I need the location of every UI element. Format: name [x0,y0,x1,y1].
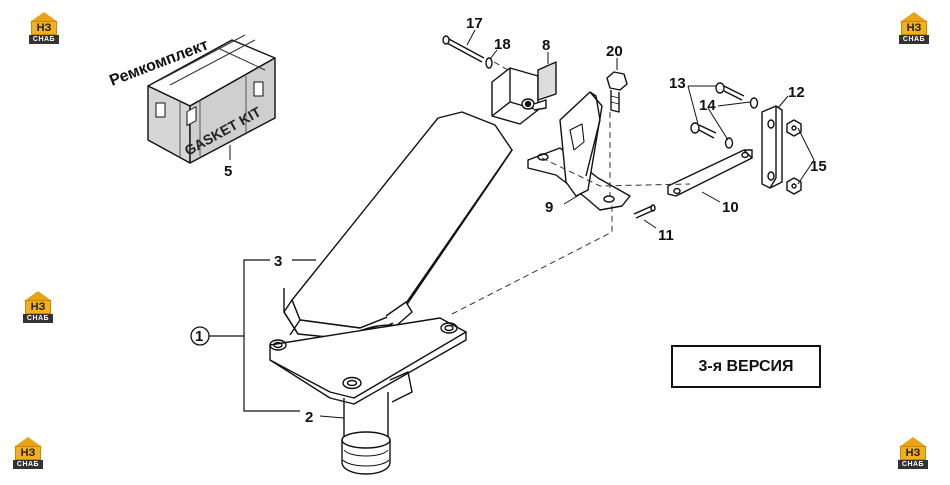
nut-15-lower [786,177,802,195]
bolt-13-upper [715,82,745,101]
base-plate [269,317,467,405]
callout-14: 14 [699,97,716,114]
callout-3: 3 [274,253,282,270]
valve-body [341,371,413,475]
callout-12: 12 [788,84,805,101]
callout-2: 2 [305,409,313,426]
nut-15-upper [786,119,802,137]
version-label-box: 3-я ВЕРСИЯ [671,345,821,388]
washer-18 [485,57,493,69]
bracket-part-9 [527,91,631,211]
link-part-10 [667,149,753,197]
gasket-kit-box: GASKET KIT [147,34,276,164]
callout-20: 20 [606,43,623,60]
switch-part-8 [491,61,557,125]
callout-1: 1 [195,328,203,345]
bolt-17 [442,35,485,63]
callout-13: 13 [669,75,686,92]
callout-8: 8 [542,37,550,54]
plate-part-12 [761,105,783,189]
pin-11 [633,204,656,219]
bolt-13-lower [690,122,717,139]
leader-lines [229,29,815,419]
callout-numbers: 1 2 3 5 8 9 10 11 12 13 14 15 17 18 20 [190,15,827,426]
washer-14-lower [724,137,734,149]
pedal-plate [283,111,513,341]
callout-9: 9 [545,199,553,216]
callout-10: 10 [722,199,739,216]
version-label: 3-я ВЕРСИЯ [698,357,794,375]
assembly-lines [451,61,691,315]
callout-5: 5 [224,163,232,180]
bolt-20 [606,71,628,113]
callout-15: 15 [810,158,827,175]
callout-18: 18 [494,36,511,53]
washer-14-upper [749,97,759,109]
callout-11: 11 [658,227,674,244]
callout-17: 17 [466,15,483,32]
